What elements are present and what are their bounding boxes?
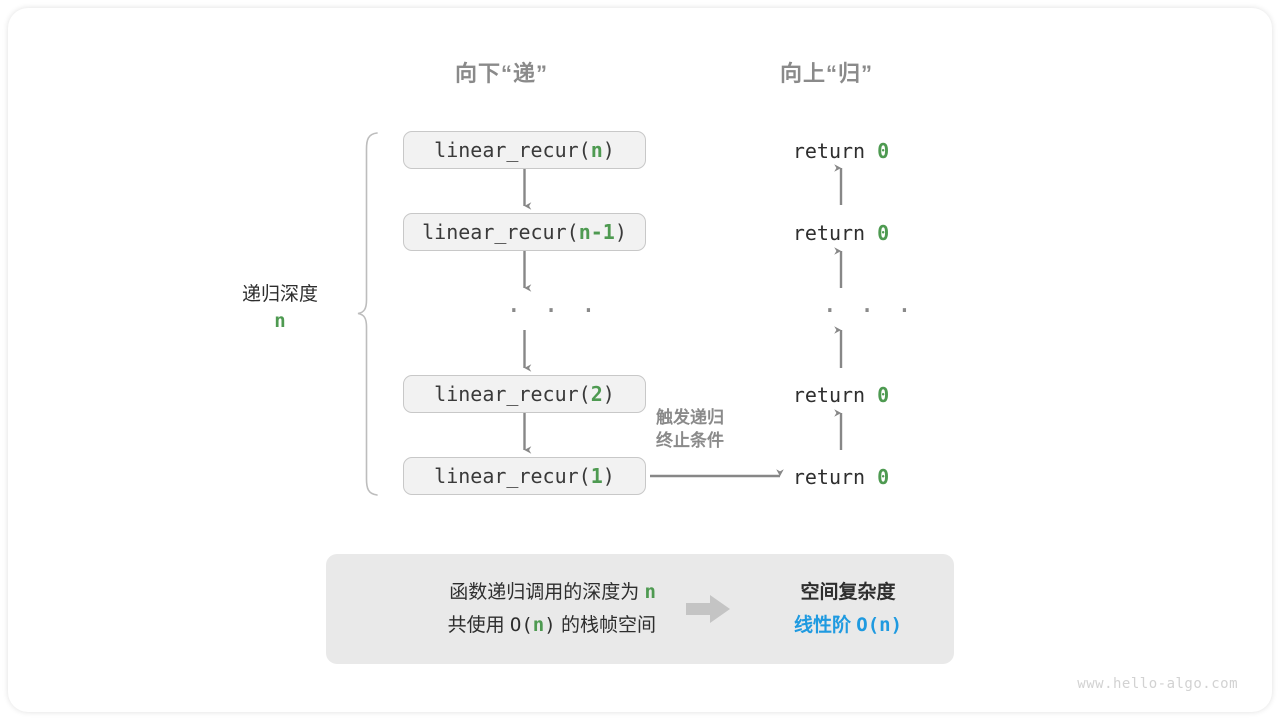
return-statement-1: return 0 <box>793 139 889 163</box>
summary-bigo-open: O( <box>509 614 533 636</box>
summary-bigo-close: ) <box>544 614 556 636</box>
call-box-n-minus-1[interactable]: linear_recur(n-1) <box>403 213 646 251</box>
summary-line-1: 函数递归调用的深度为 n <box>326 576 656 609</box>
implies-arrow-icon <box>676 594 742 624</box>
call-box-arg: 2 <box>590 382 603 406</box>
summary-left-text: 函数递归调用的深度为 n 共使用 O(n) 的栈帧空间 <box>326 576 676 642</box>
return-statement-3: return 0 <box>793 383 889 407</box>
return-keyword: return <box>792 383 866 407</box>
return-value: 0 <box>877 383 890 407</box>
call-box-prefix: linear_recur( <box>434 464 591 488</box>
return-column-ellipsis: · · · <box>822 296 916 326</box>
call-box-arg: n-1 <box>578 220 615 244</box>
summary-line-2: 共使用 O(n) 的栈帧空间 <box>326 609 656 642</box>
call-box-prefix: linear_recur( <box>434 382 591 406</box>
call-box-suffix: ) <box>602 138 615 162</box>
return-value: 0 <box>877 465 890 489</box>
termination-note-line-1: 触发递归 <box>656 408 724 427</box>
complexity-expression: O(n) <box>856 613 903 636</box>
complexity-class-label: 线性阶 <box>793 614 851 636</box>
return-statement-2: return 0 <box>793 221 889 245</box>
summary-right-text: 空间复杂度 线性阶 O(n) <box>742 577 954 642</box>
site-watermark: www.hello-algo.com <box>1077 676 1238 692</box>
call-box-arg: n <box>590 138 603 162</box>
summary-line-2-pre: 共使用 <box>447 615 505 636</box>
recursion-depth-label: 递归深度 n <box>215 281 345 335</box>
recursion-depth-value: n <box>274 310 286 332</box>
return-value: 0 <box>877 221 890 245</box>
call-box-suffix: ) <box>614 220 627 244</box>
call-box-prefix: linear_recur( <box>434 138 591 162</box>
return-statement-4: return 0 <box>793 465 889 489</box>
call-box-2[interactable]: linear_recur(2) <box>403 375 646 413</box>
summary-line-2-post: 的栈帧空间 <box>560 615 656 636</box>
call-box-arg: 1 <box>590 464 603 488</box>
header-recurse-down: 向下“递” <box>455 61 549 86</box>
return-keyword: return <box>792 139 866 163</box>
call-box-prefix: linear_recur( <box>422 220 579 244</box>
call-column-ellipsis: · · · <box>506 296 600 326</box>
header-return-up: 向上“归” <box>780 61 874 86</box>
summary-line-1-text: 函数递归调用的深度为 <box>449 582 640 603</box>
return-keyword: return <box>792 465 866 489</box>
space-complexity-title: 空间复杂度 <box>800 581 896 603</box>
call-box-suffix: ) <box>602 464 615 488</box>
return-keyword: return <box>792 221 866 245</box>
termination-condition-note: 触发递归 终止条件 <box>656 406 724 452</box>
recursion-depth-text: 递归深度 <box>241 284 318 305</box>
summary-bigo-var: n <box>532 614 545 636</box>
call-box-n[interactable]: linear_recur(n) <box>403 131 646 169</box>
summary-panel: 函数递归调用的深度为 n 共使用 O(n) 的栈帧空间 空间复杂度 线性阶 O(… <box>326 554 954 664</box>
call-box-suffix: ) <box>602 382 615 406</box>
summary-line-1-var: n <box>644 581 656 603</box>
termination-note-line-2: 终止条件 <box>656 431 724 450</box>
return-value: 0 <box>877 139 890 163</box>
space-complexity-value: 线性阶 O(n) <box>742 609 954 642</box>
call-box-1[interactable]: linear_recur(1) <box>403 457 646 495</box>
